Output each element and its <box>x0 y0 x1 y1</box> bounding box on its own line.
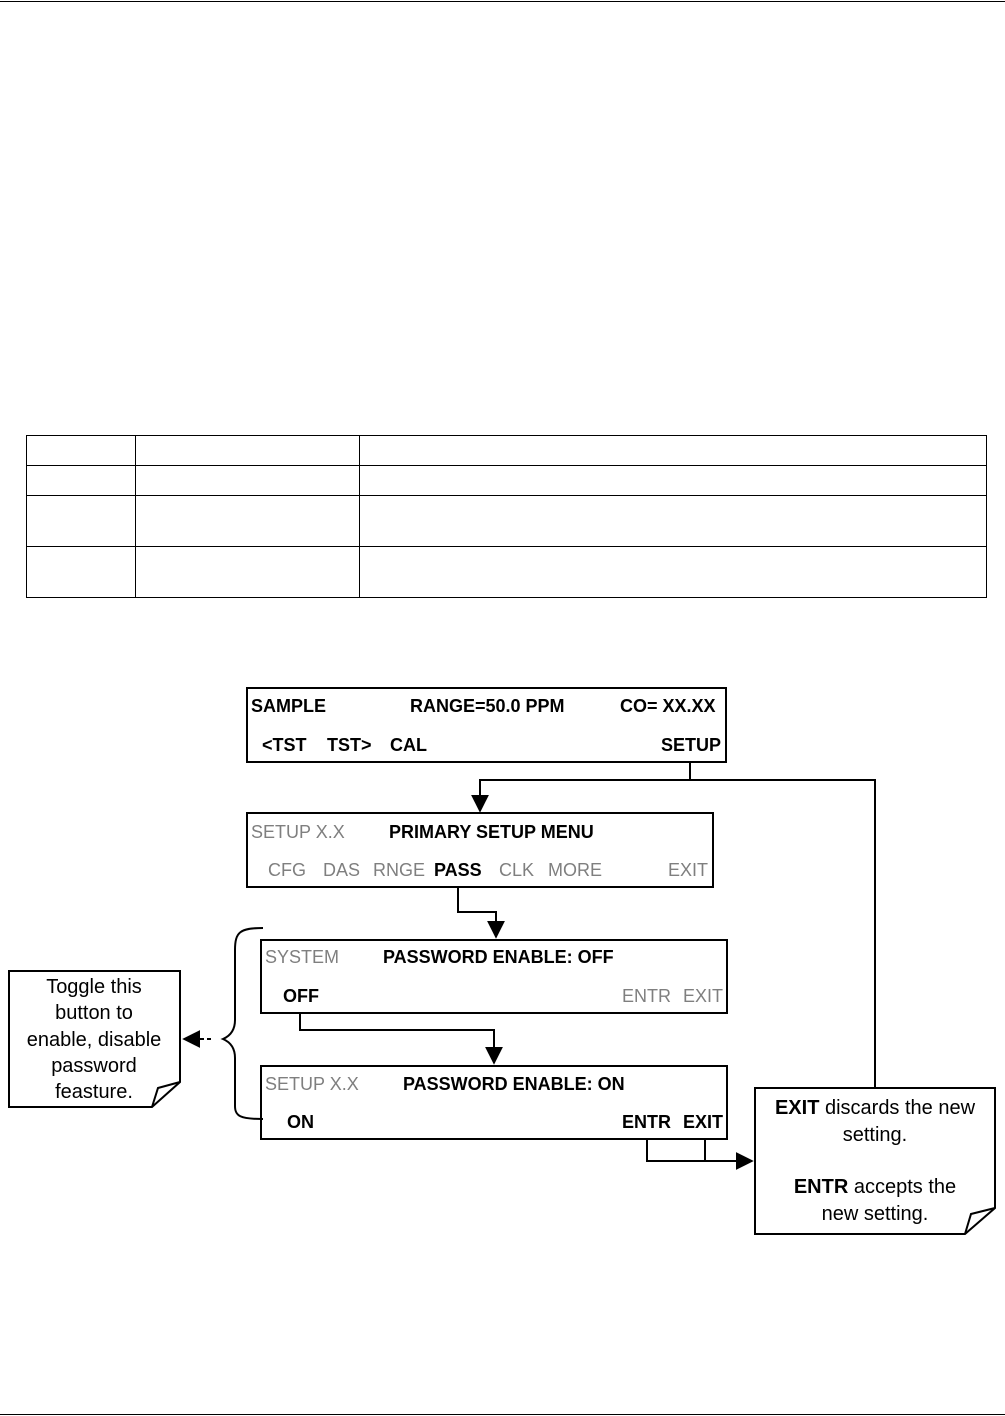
mode-label: SETUP X.X <box>251 822 345 842</box>
table-cell <box>135 465 360 496</box>
note-line: EXIT discards the new <box>775 1097 976 1119</box>
cfg-button[interactable]: CFG <box>268 860 306 880</box>
tst-prev-button[interactable]: <TST <box>262 735 307 755</box>
note-line: feasture. <box>55 1081 133 1103</box>
toggle-button-note: Toggle this button to enable, disable pa… <box>8 970 181 1108</box>
screen-password-enable-on: SETUP X.X PASSWORD ENABLE: ON ON ENTR EX… <box>260 1065 728 1140</box>
mode-label: SYSTEM <box>265 947 339 967</box>
pass-button[interactable]: PASS <box>434 860 482 880</box>
exit-description: discards the new <box>819 1097 975 1119</box>
password-status: PASSWORD ENABLE: ON <box>403 1074 625 1094</box>
screen-sample-display: SAMPLE RANGE=50.0 PPM CO= XX.XX <TST TST… <box>246 687 727 763</box>
entr-button[interactable]: ENTR <box>622 1112 671 1132</box>
exit-button[interactable]: EXIT <box>683 986 723 1006</box>
mode-label: SAMPLE <box>251 696 326 716</box>
table-cell <box>26 465 136 496</box>
setup-button[interactable]: SETUP <box>661 735 721 755</box>
table-cell <box>26 435 136 466</box>
table-cell <box>135 495 360 547</box>
rnge-button[interactable]: RNGE <box>373 860 425 880</box>
page-bottom-rule <box>0 1414 1005 1415</box>
connector-to-setup-menu <box>471 779 876 1088</box>
cal-button[interactable]: CAL <box>390 735 427 755</box>
clk-button[interactable]: CLK <box>499 860 534 880</box>
table-cell <box>135 546 360 598</box>
connector-off-to-on <box>299 1013 503 1065</box>
table-row <box>26 465 987 496</box>
note-line: button to <box>55 1002 133 1024</box>
entr-key-label: ENTR <box>794 1176 849 1198</box>
entr-button[interactable]: ENTR <box>622 986 671 1006</box>
connector-pass-to-off <box>457 887 505 939</box>
exit-button[interactable]: EXIT <box>683 1112 723 1132</box>
exit-button[interactable]: EXIT <box>668 860 708 880</box>
note-line: password <box>51 1055 137 1077</box>
note-line: setting. <box>843 1124 907 1146</box>
table-cell <box>26 495 136 547</box>
screen-primary-setup-menu: SETUP X.X PRIMARY SETUP MENU CFG DAS RNG… <box>246 812 714 888</box>
screen-password-enable-off: SYSTEM PASSWORD ENABLE: OFF OFF ENTR EXI… <box>260 939 728 1014</box>
range-label: RANGE=50.0 PPM <box>410 696 565 716</box>
note-line: new setting. <box>822 1203 929 1225</box>
note-line: ENTR accepts the <box>794 1176 956 1198</box>
table-cell <box>359 495 987 547</box>
table-cell <box>135 435 360 466</box>
das-button[interactable]: DAS <box>323 860 360 880</box>
off-toggle-button[interactable]: OFF <box>283 986 319 1006</box>
entr-description: accepts the <box>848 1176 956 1198</box>
table-row <box>26 495 987 547</box>
password-status: PASSWORD ENABLE: OFF <box>383 947 614 967</box>
mode-label: SETUP X.X <box>265 1074 359 1094</box>
exit-entr-note: EXIT discards the new setting. ENTR acce… <box>754 1087 996 1235</box>
table-cell <box>26 546 136 598</box>
exit-key-label: EXIT <box>775 1097 819 1119</box>
empty-document-table <box>26 435 987 598</box>
more-button[interactable]: MORE <box>548 860 602 880</box>
curly-brace <box>220 927 264 1120</box>
tst-next-button[interactable]: TST> <box>327 735 372 755</box>
table-cell <box>359 546 987 598</box>
page-top-rule <box>0 1 1005 2</box>
table-row <box>26 546 987 598</box>
note-line: enable, disable <box>27 1029 162 1051</box>
flow-connectors <box>182 762 876 1170</box>
menu-title: PRIMARY SETUP MENU <box>389 822 594 842</box>
connector-entr <box>646 1139 754 1170</box>
concentration-label: CO= XX.XX <box>620 696 716 716</box>
on-toggle-button[interactable]: ON <box>287 1112 314 1132</box>
note-line: Toggle this <box>46 976 142 998</box>
